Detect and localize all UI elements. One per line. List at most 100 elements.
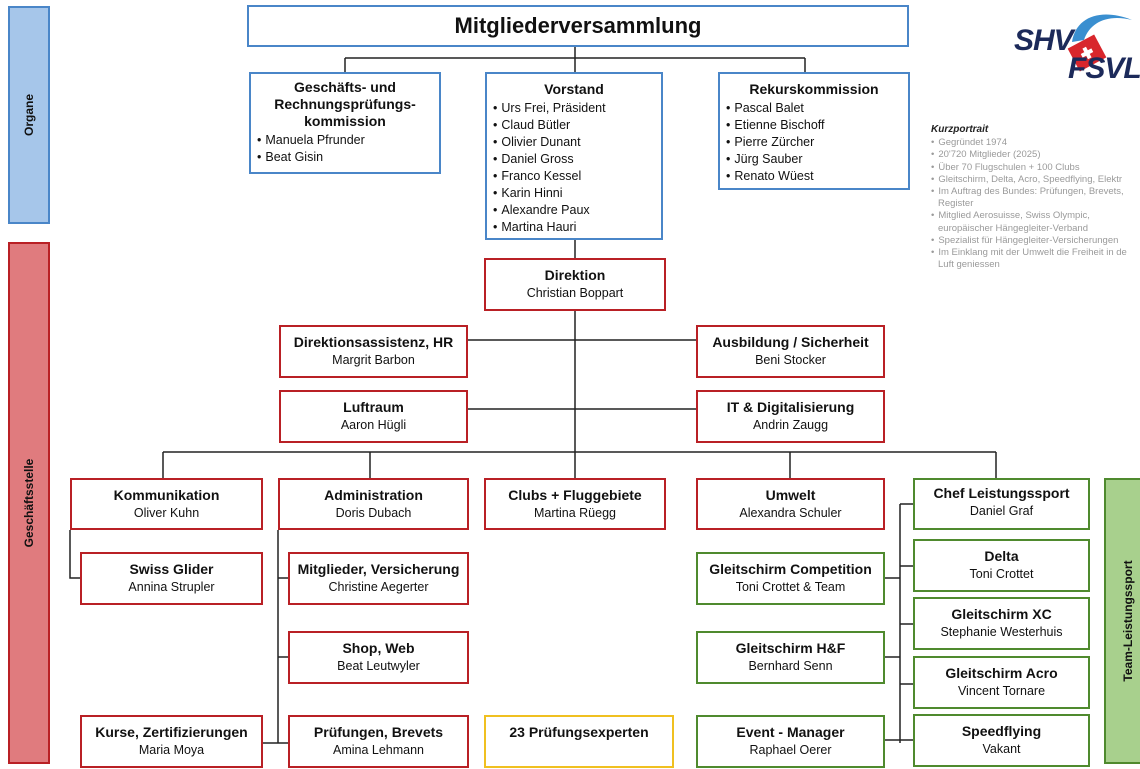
event-name: Raphael Oerer — [749, 743, 832, 757]
kommunikation-title: Kommunikation — [113, 487, 220, 503]
gscomp-title: Gleitschirm Competition — [709, 561, 872, 577]
gsxc-name: Stephanie Westerhuis — [940, 625, 1063, 639]
chef-leistungssport-box: Chef Leistungssport Daniel Graf — [913, 478, 1090, 530]
vorstand-member: Daniel Gross — [493, 151, 655, 168]
pruefungsexperten-box: 23 Prüfungsexperten — [484, 715, 674, 768]
gs-hf-box: Gleitschirm H&F Bernhard Senn — [696, 631, 885, 684]
direktion-title: Direktion — [544, 267, 606, 283]
gpk-title-3: kommission — [304, 113, 386, 129]
kurzportrait-list: Gegründet 1974 20'720 Mitglieder (2025) … — [931, 137, 1140, 271]
gs-xc-box: Gleitschirm XC Stephanie Westerhuis — [913, 597, 1090, 650]
luftraum-title: Luftraum — [343, 399, 404, 415]
mitglieder-box: Mitglieder, Versicherung Christine Aeger… — [288, 552, 469, 605]
mitgliederversammlung-title: Mitgliederversammlung — [454, 13, 702, 38]
kurzportrait-item: Mitglied Aerosuisse, Swiss Olympic,europ… — [931, 210, 1140, 234]
gsxc-title: Gleitschirm XC — [951, 606, 1052, 622]
umwelt-box: Umwelt Alexandra Schuler — [696, 478, 885, 530]
sidebar-team-leistungssport: Team-Leistungssport — [1104, 478, 1140, 764]
gpk-members: Manuela Pfrunder Beat Gisin — [251, 132, 439, 166]
logo-fsvl: FSVL — [1068, 52, 1140, 85]
direktionsassistenz-box: Direktionsassistenz, HR Margrit Barbon — [279, 325, 468, 378]
ausbildung-title: Ausbildung / Sicherheit — [712, 334, 869, 350]
sidebar-geschaeftsstelle: Geschäftsstelle — [8, 242, 50, 764]
kommunikation-name: Oliver Kuhn — [133, 506, 200, 520]
gshf-name: Bernhard Senn — [748, 659, 833, 673]
rekurs-title: Rekurskommission — [749, 81, 879, 97]
mitglieder-title: Mitglieder, Versicherung — [297, 561, 460, 577]
luftraum-name: Aaron Hügli — [340, 418, 407, 432]
rekurs-member: Pierre Zürcher — [726, 134, 902, 151]
logo-graphic — [1067, 14, 1132, 72]
gpk-title-1: Geschäfts- und — [294, 79, 396, 95]
kurzportrait: Kurzportrait Gegründet 1974 20'720 Mitgl… — [931, 124, 1140, 271]
chef-title: Chef Leistungssport — [933, 485, 1070, 501]
gpk-member: Beat Gisin — [257, 149, 433, 166]
vorstand-box: Vorstand Urs Frei, Präsident Claud Bütle… — [485, 72, 663, 240]
gsacro-name: Vincent Tornare — [957, 684, 1046, 698]
event-title: Event - Manager — [736, 724, 845, 740]
kurzportrait-item: Gegründet 1974 — [931, 137, 1140, 149]
delta-box: Delta Toni Crottet — [913, 539, 1090, 592]
kurzportrait-item: Gleitschirm, Delta, Acro, Speedflying, E… — [931, 174, 1140, 186]
sidebar-team-label: Team-Leistungssport — [1121, 560, 1135, 682]
ausbildung-name: Beni Stocker — [755, 353, 826, 367]
administration-name: Doris Dubach — [335, 506, 412, 520]
logo-shv: SHV — [1014, 24, 1074, 57]
sidebar-organe: Organe — [8, 6, 50, 224]
event-manager-box: Event - Manager Raphael Oerer — [696, 715, 885, 768]
kurzportrait-title: Kurzportrait — [931, 124, 989, 135]
kurse-title: Kurse, Zertifizierungen — [95, 724, 248, 740]
speedflying-box: Speedflying Vakant — [913, 714, 1090, 767]
assist-title: Direktionsassistenz, HR — [293, 334, 454, 350]
umwelt-name: Alexandra Schuler — [739, 506, 842, 520]
swissglider-name: Annina Strupler — [128, 580, 215, 594]
shv-fsvl-logo: SHV FSVL — [1010, 4, 1140, 90]
vorstand-member: Karin Hinni — [493, 185, 655, 202]
vorstand-title: Vorstand — [544, 81, 604, 97]
vorstand-member: Alexandre Paux — [493, 202, 655, 219]
gpk-title-2: Rechnungsprüfungs- — [274, 96, 416, 112]
gpk-member: Manuela Pfrunder — [257, 132, 433, 149]
kurzportrait-item: Im Einklang mit der Umwelt die Freiheit … — [931, 247, 1140, 271]
speedflying-title: Speedflying — [961, 723, 1042, 739]
ausbildung-box: Ausbildung / Sicherheit Beni Stocker — [696, 325, 885, 378]
gs-competition-box: Gleitschirm Competition Toni Crottet & T… — [696, 552, 885, 605]
rekurs-member: Pascal Balet — [726, 100, 902, 117]
swiss-glider-box: Swiss Glider Annina Strupler — [80, 552, 263, 605]
rekurs-member: Jürg Sauber — [726, 151, 902, 168]
delta-title: Delta — [984, 548, 1019, 564]
direktion-box: Direktion Christian Boppart — [484, 258, 666, 311]
direktion-name: Christian Boppart — [526, 286, 624, 300]
rekurskommission-box: Rekurskommission Pascal Balet Etienne Bi… — [718, 72, 910, 190]
pruefungen-name: Amina Lehmann — [332, 743, 425, 757]
vorstand-member: Claud Bütler — [493, 117, 655, 134]
experten-title: 23 Prüfungsexperten — [509, 724, 649, 740]
assist-name: Margrit Barbon — [332, 353, 415, 367]
it-box: IT & Digitalisierung Andrin Zaugg — [696, 390, 885, 443]
rekurs-member: Renato Wüest — [726, 168, 902, 185]
shop-name: Beat Leutwyler — [337, 659, 420, 673]
delta-name: Toni Crottet — [969, 567, 1034, 581]
pruefungen-title: Prüfungen, Brevets — [313, 724, 444, 740]
vorstand-members: Urs Frei, Präsident Claud Bütler Olivier… — [487, 100, 661, 236]
chef-name: Daniel Graf — [969, 504, 1034, 518]
rekurs-members: Pascal Balet Etienne Bischoff Pierre Zür… — [720, 100, 908, 185]
it-title: IT & Digitalisierung — [726, 399, 855, 415]
vorstand-member: Martina Hauri — [493, 219, 655, 236]
umwelt-title: Umwelt — [765, 487, 816, 503]
swissglider-title: Swiss Glider — [129, 561, 214, 577]
clubs-box: Clubs + Fluggebiete Martina Rüegg — [484, 478, 666, 530]
kurse-box: Kurse, Zertifizierungen Maria Moya — [80, 715, 263, 768]
sidebar-organe-label: Organe — [22, 93, 36, 137]
gs-acro-box: Gleitschirm Acro Vincent Tornare — [913, 656, 1090, 709]
pruefungen-box: Prüfungen, Brevets Amina Lehmann — [288, 715, 469, 768]
kommunikation-box: Kommunikation Oliver Kuhn — [70, 478, 263, 530]
kurzportrait-item: Im Auftrag des Bundes: Prüfungen, Brevet… — [931, 186, 1140, 210]
luftraum-box: Luftraum Aaron Hügli — [279, 390, 468, 443]
shop-web-box: Shop, Web Beat Leutwyler — [288, 631, 469, 684]
speedflying-name: Vakant — [982, 742, 1021, 756]
kurzportrait-item: 20'720 Mitglieder (2025) — [931, 149, 1140, 161]
gshf-title: Gleitschirm H&F — [735, 640, 846, 656]
kurzportrait-item: Über 70 Flugschulen + 100 Clubs — [931, 162, 1140, 174]
